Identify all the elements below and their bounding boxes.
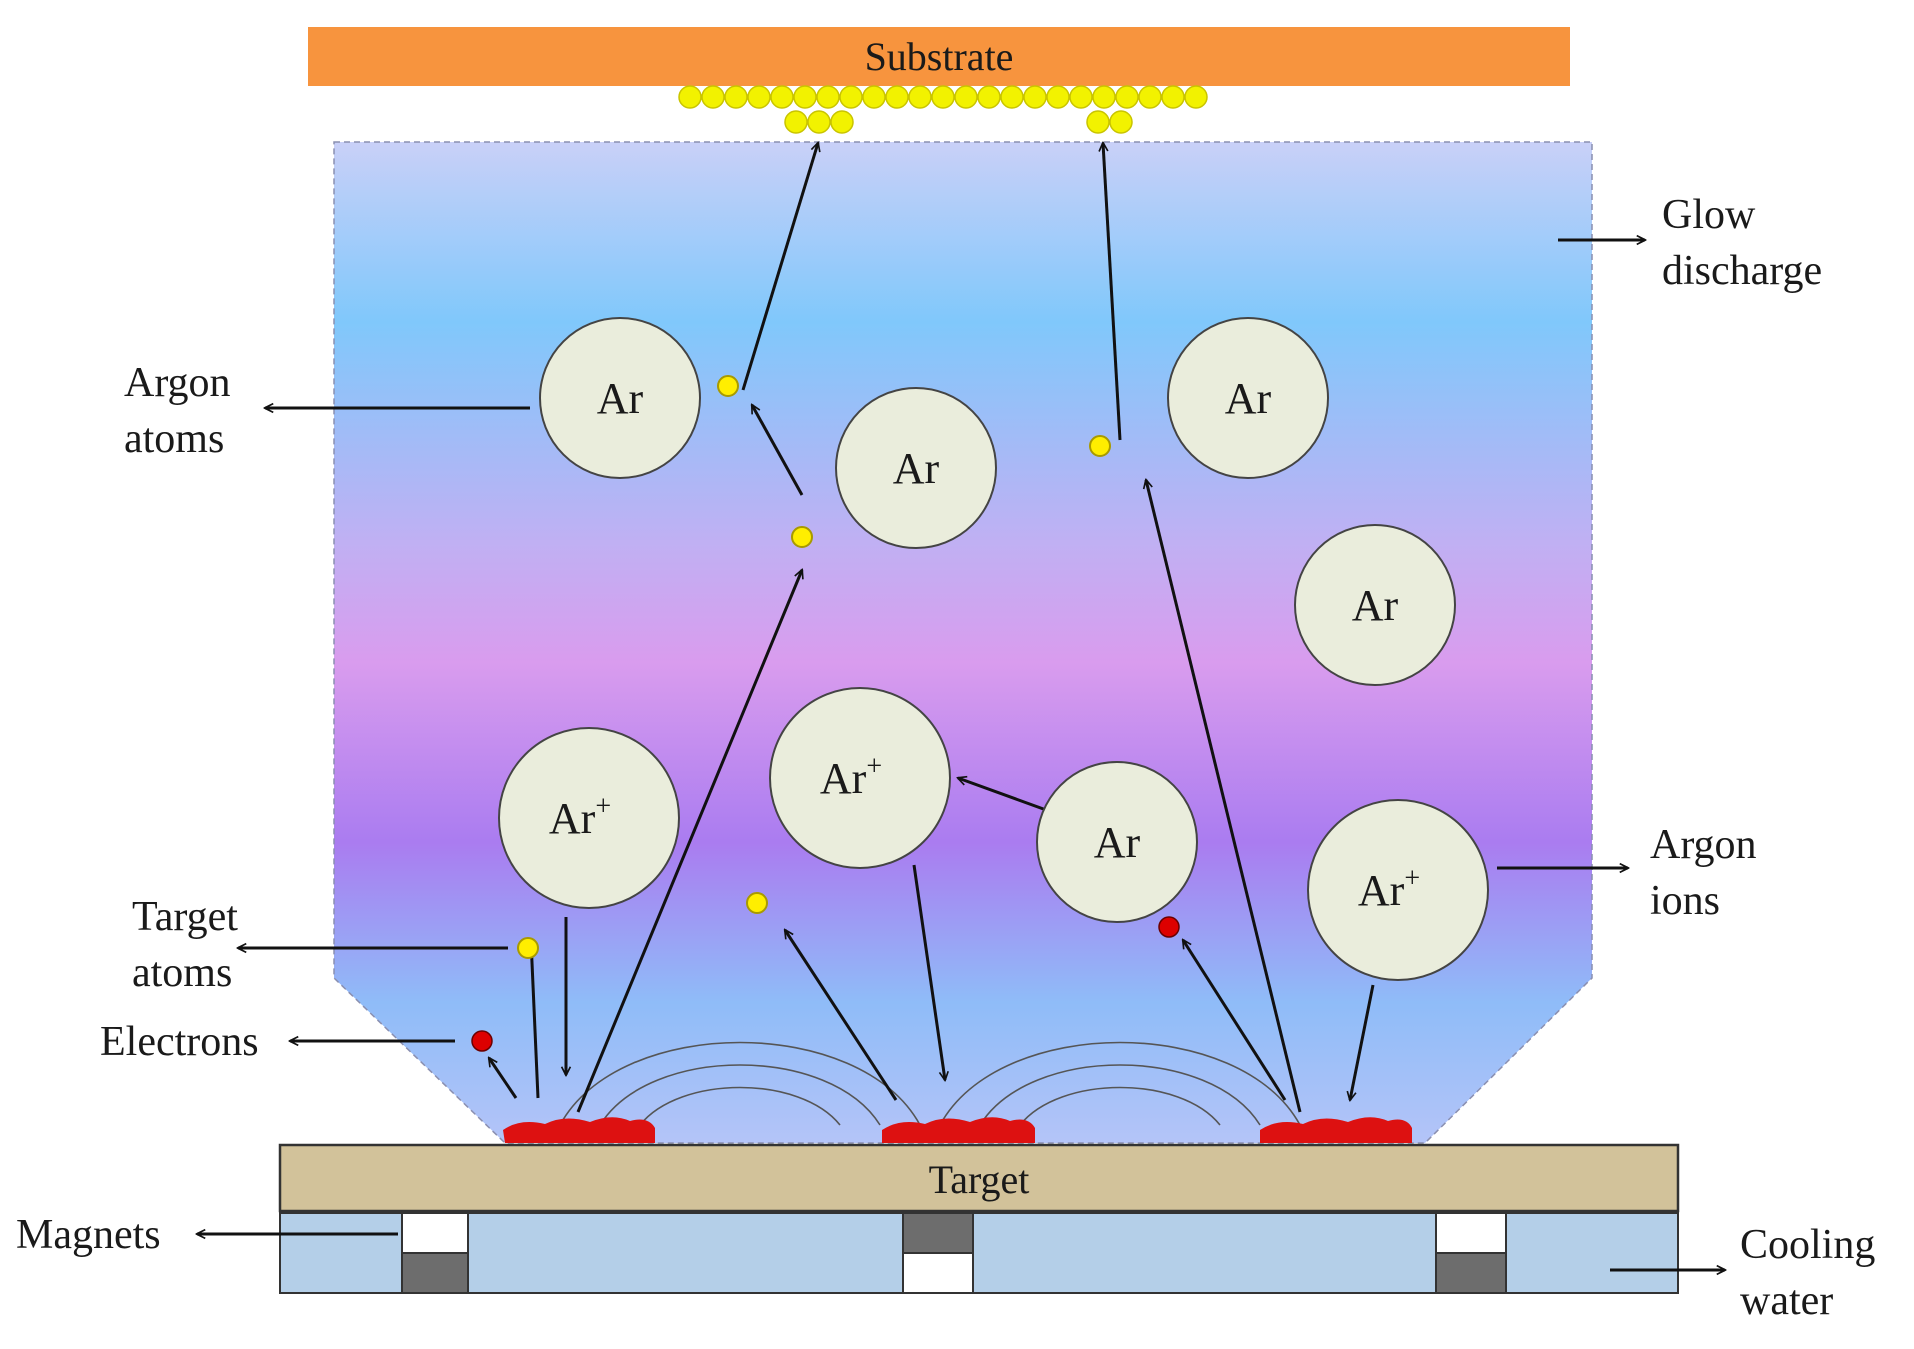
deposited-atom [954,85,978,109]
argon-ion: Ar+ [1307,799,1489,981]
deposited-atom [807,110,831,134]
magnet-right [1435,1212,1507,1294]
deposited-atom [1069,85,1093,109]
argon-atom: Ar [835,387,997,549]
deposited-atom [1023,85,1047,109]
deposited-atom [793,85,817,109]
argon-ion-label: Ar+ [820,751,882,803]
magnets-label: Magnets [16,1212,161,1258]
deposited-atom [1046,85,1070,109]
deposited-atom [1184,85,1208,109]
ion-charge: + [1404,863,1420,894]
ion-charge: + [866,751,882,782]
argon-ion-label: Ar+ [549,791,611,843]
argon-atom: Ar [1294,524,1456,686]
trajectory-arrows [489,143,1375,1113]
deposited-atom [908,85,932,109]
deposited-atom [1138,85,1162,109]
erosion-zones [503,1117,1412,1143]
argon-atom-label: Ar [893,444,940,493]
electrons-label: Electrons [100,1019,259,1065]
substrate-label: Substrate [865,34,1014,79]
argon-atom: Ar [1036,761,1198,923]
deposited-atom [885,85,909,109]
argon-atom-label: Ar [1094,818,1141,867]
deposited-atom [977,85,1001,109]
deposited-atom [816,85,840,109]
electrons [471,916,1180,1052]
argon-ion-label: Ar+ [1358,863,1420,915]
deposited-atom [1092,85,1116,109]
deposited-atom [1000,85,1024,109]
deposited-atom [724,85,748,109]
ion-charge: + [595,791,611,822]
deposited-atom [839,85,863,109]
magnet-center [902,1212,974,1294]
deposited-atom [784,110,808,134]
deposited-atom [747,85,771,109]
deposited-atom [701,85,725,109]
deposited-atom [931,85,955,109]
argon-atom-label: Ar [1352,581,1399,630]
deposited-atom [1115,85,1139,109]
target-label: Target [929,1157,1030,1202]
deposited-atom [1161,85,1185,109]
magnet-left [401,1212,469,1294]
deposited-atom [1086,110,1110,134]
deposited-film [678,85,1208,134]
argon-ion: Ar+ [769,687,951,869]
deposited-atom [678,85,702,109]
target-atoms [517,375,1111,959]
deposited-atom [862,85,886,109]
deposited-atom [1109,110,1133,134]
argon-atom: Ar [1167,317,1329,479]
deposited-atom [830,110,854,134]
substrate-bar [308,27,1570,86]
target-bar [278,1143,1680,1213]
argon-atom-label: Ar [1225,374,1272,423]
argon-atom: Ar [539,317,701,479]
argon-atom-label: Ar [597,374,644,423]
label-arrows [197,240,1725,1270]
argon-ion: Ar+ [498,727,680,909]
deposited-atom [770,85,794,109]
